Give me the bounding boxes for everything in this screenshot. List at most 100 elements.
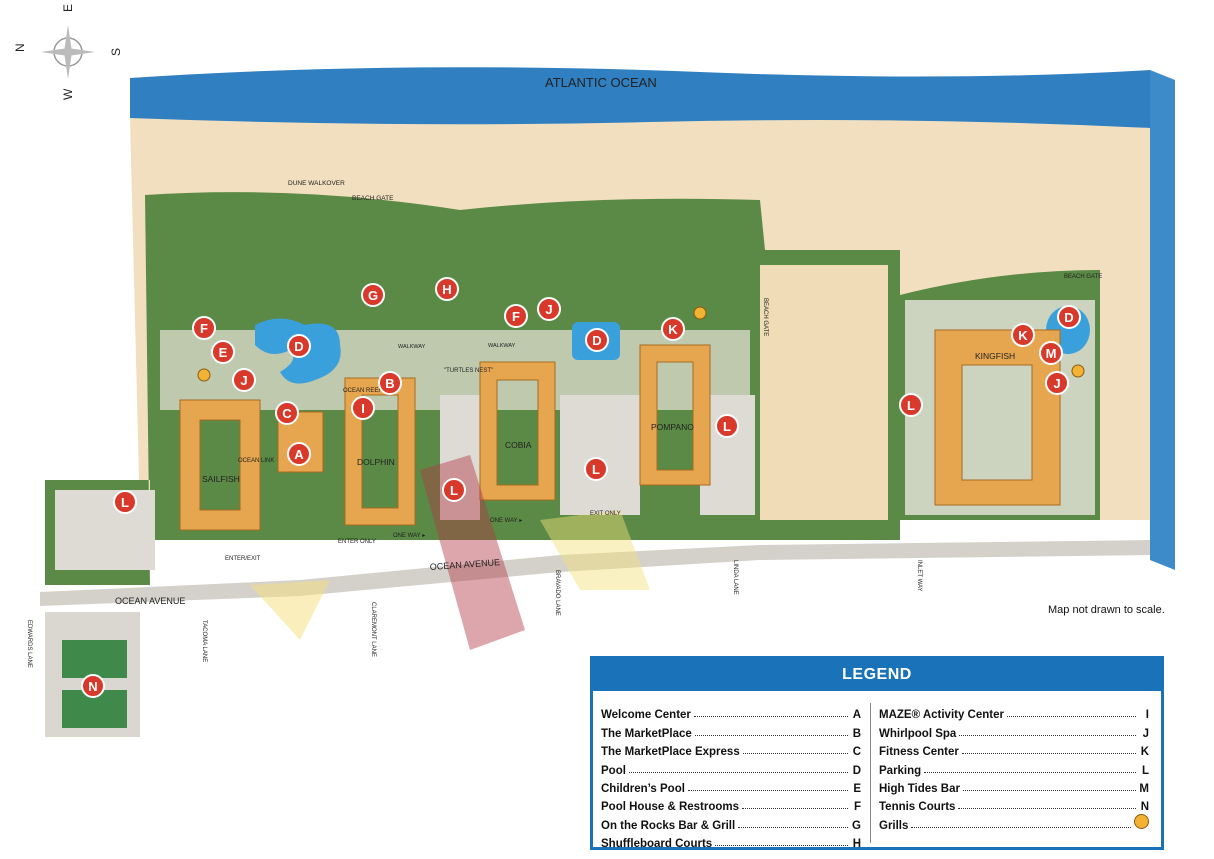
map-marker-a[interactable]: A — [287, 442, 311, 466]
label-enter-only: ENTER ONLY — [338, 539, 376, 545]
map-marker-l[interactable]: L — [584, 457, 608, 481]
map-marker-j[interactable]: J — [537, 297, 561, 321]
svg-text:L: L — [450, 483, 458, 498]
svg-text:A: A — [294, 447, 304, 462]
map-marker-e[interactable]: E — [211, 340, 235, 364]
map-marker-d[interactable]: D — [1057, 305, 1081, 329]
label-ocean-avenue: OCEAN AVENUE — [115, 596, 185, 606]
svg-text:J: J — [1053, 376, 1060, 391]
map-marker-k[interactable]: K — [661, 317, 685, 341]
building-label-cobia: COBIA — [505, 440, 532, 450]
label-edwards-lane: EDWARDS LANE — [26, 620, 32, 668]
legend-key: C — [852, 746, 861, 759]
map-marker-n[interactable]: N — [81, 674, 105, 698]
map-marker-b[interactable]: B — [378, 371, 402, 395]
svg-text:N: N — [88, 679, 97, 694]
svg-text:C: C — [282, 406, 292, 421]
label-turtles-nest: "TURTLES NEST" — [444, 368, 493, 374]
parking-lot — [55, 490, 155, 570]
legend-key: I — [1145, 709, 1149, 722]
svg-text:I: I — [361, 401, 365, 416]
label-ocean-avenue: OCEAN AVENUE — [429, 557, 500, 572]
grill-icon — [1134, 813, 1149, 829]
svg-text:F: F — [512, 309, 520, 324]
legend-label: Whirlpool Spa — [879, 727, 957, 740]
label-ocean-link: OCEAN LINK — [238, 458, 274, 464]
legend-key — [1134, 813, 1149, 832]
building-label-sailfish: SAILFISH — [202, 474, 240, 484]
legend-row: High Tides Bar M — [879, 777, 1149, 795]
map-marker-h[interactable]: H — [435, 277, 459, 301]
legend-label: Tennis Courts — [879, 801, 956, 814]
map-marker-f[interactable]: F — [504, 304, 528, 328]
legend-label: High Tides Bar — [879, 782, 960, 795]
legend-label: On the Rocks Bar & Grill — [601, 819, 736, 832]
map-marker-m[interactable]: M — [1039, 341, 1063, 365]
svg-text:J: J — [545, 302, 552, 317]
legend-key: M — [1139, 782, 1149, 795]
legend-key: L — [1141, 764, 1149, 777]
label-beach-gate: BEACH GATE — [762, 298, 768, 336]
map-marker-d[interactable]: D — [287, 334, 311, 358]
label-walkway: WALKWAY — [488, 343, 516, 349]
building-label-dolphin: DOLPHIN — [357, 457, 395, 467]
svg-text:G: G — [368, 288, 378, 303]
building-label-pompano: POMPANO — [651, 422, 694, 432]
label-ocean-reef: OCEAN REEF — [343, 388, 382, 394]
legend-label: Pool House & Restrooms — [601, 801, 740, 814]
grill-icon — [1071, 364, 1085, 378]
map-marker-j[interactable]: J — [1045, 371, 1069, 395]
label-dune-walkover: DUNE WALKOVER — [288, 180, 345, 187]
svg-text:M: M — [1046, 346, 1057, 361]
svg-text:H: H — [442, 282, 451, 297]
legend-key: B — [852, 727, 861, 740]
legend-label: Shuffleboard Courts — [601, 838, 713, 851]
map-marker-c[interactable]: C — [275, 401, 299, 425]
legend-label: Grills — [879, 819, 909, 832]
legend-title: LEGEND — [593, 659, 1161, 691]
svg-text:D: D — [1064, 310, 1073, 325]
map-marker-l[interactable]: L — [442, 478, 466, 502]
legend-row: Grills — [879, 813, 1149, 832]
legend-key: K — [1140, 746, 1149, 759]
legend-key: D — [852, 764, 861, 777]
map-marker-l[interactable]: L — [113, 490, 137, 514]
legend-key: N — [1140, 801, 1149, 814]
grill-icon — [693, 306, 707, 320]
svg-text:L: L — [723, 419, 731, 434]
label-ocean: ATLANTIC OCEAN — [545, 75, 657, 90]
svg-text:L: L — [592, 462, 600, 477]
tennis-court — [62, 640, 127, 678]
map-marker-f[interactable]: F — [192, 316, 216, 340]
compass-w: W — [61, 88, 75, 100]
map-marker-l[interactable]: L — [899, 393, 923, 417]
legend-label: MAZE® Activity Center — [879, 709, 1004, 722]
parking-lot — [560, 395, 640, 515]
label-one-way: ONE WAY ▸ — [393, 533, 425, 539]
map-marker-l[interactable]: L — [715, 414, 739, 438]
svg-text:E: E — [219, 345, 228, 360]
svg-text:B: B — [385, 376, 394, 391]
map-marker-g[interactable]: G — [361, 283, 385, 307]
map-marker-j[interactable]: J — [232, 368, 256, 392]
label-inlet-way: INLET WAY — [916, 560, 922, 592]
map-marker-i[interactable]: I — [351, 396, 375, 420]
map-marker-d[interactable]: D — [585, 328, 609, 352]
map-marker-k[interactable]: K — [1011, 323, 1035, 347]
building-label-kingfish: KINGFISH — [975, 351, 1015, 361]
svg-text:J: J — [240, 373, 247, 388]
legend-row: MAZE® Activity Center I — [879, 703, 1149, 721]
label-bravado-lane: BRAVADO LANE — [554, 570, 560, 616]
legend-key: A — [852, 709, 861, 722]
